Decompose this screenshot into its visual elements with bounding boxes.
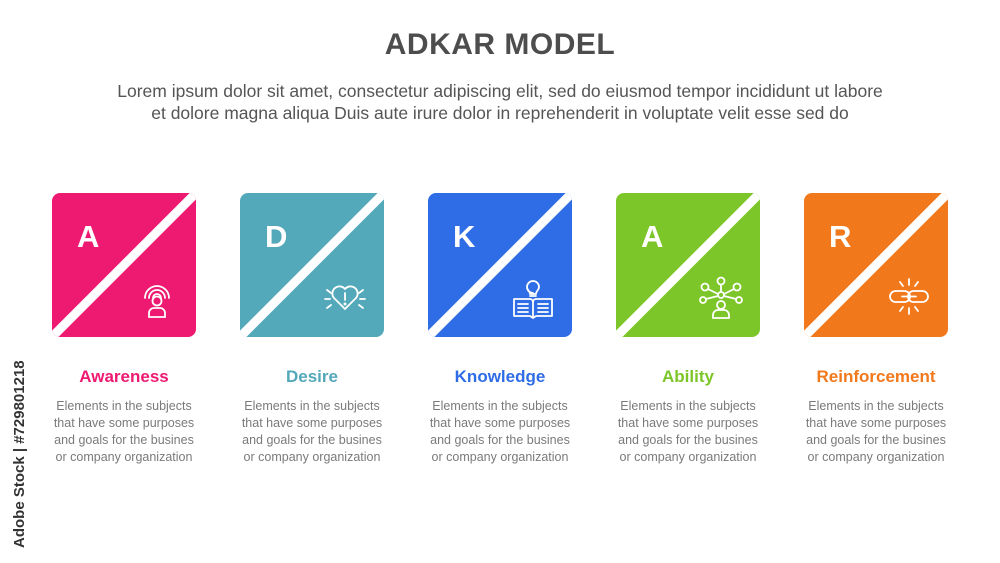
- stock-watermark: Adobe Stock | #729801218: [11, 360, 28, 548]
- description-line: and goals for the busines: [54, 433, 194, 447]
- description-line: Elements in the subjects: [244, 399, 380, 413]
- page-subtitle: Lorem ipsum dolor sit amet, consectetur …: [40, 80, 960, 124]
- page-title: ADKAR MODEL: [384, 28, 616, 61]
- step-name: Awareness: [79, 367, 169, 386]
- person-broadcast-icon: [144, 285, 170, 318]
- diagonal-divider: [52, 193, 196, 337]
- description-line: and goals for the busines: [430, 433, 570, 447]
- description-line: or company organization: [807, 450, 945, 464]
- step-description: Elements in the subjects that have some …: [406, 398, 594, 466]
- description-line: Elements in the subjects: [620, 399, 756, 413]
- step-name: Reinforcement: [816, 367, 936, 386]
- step-ability: A Ability Elements in the subjects that …: [594, 193, 782, 483]
- step-description: Elements in the subjects that have some …: [30, 398, 218, 466]
- step-tile: K: [428, 193, 572, 337]
- description-line: that have some purposes: [53, 416, 195, 430]
- step-name: Ability: [662, 367, 714, 386]
- step-knowledge: K Knowledge Elements in the subjects tha…: [406, 193, 594, 483]
- description-line: that have some purposes: [617, 416, 759, 430]
- step-letter: A: [77, 219, 100, 254]
- step-tile: A: [52, 193, 196, 337]
- step-description: Elements in the subjects that have some …: [782, 398, 970, 466]
- description-line: or company organization: [55, 450, 193, 464]
- description-line: that have some purposes: [429, 416, 571, 430]
- adkar-steps: A Awareness Elements in the subjects tha…: [0, 193, 1000, 493]
- subtitle-line-2: et dolore magna aliqua Duis aute irure d…: [151, 103, 849, 123]
- description-line: Elements in the subjects: [56, 399, 192, 413]
- step-name: Knowledge: [454, 367, 546, 386]
- step-desire: D Desire Elements in the subjects that h…: [218, 193, 406, 483]
- description-line: and goals for the busines: [242, 433, 382, 447]
- step-letter: R: [829, 219, 852, 254]
- diagonal-divider: [616, 193, 760, 337]
- subtitle-line-1: Lorem ipsum dolor sit amet, consectetur …: [117, 81, 883, 101]
- description-line: that have some purposes: [241, 416, 383, 430]
- step-letter: K: [453, 219, 476, 254]
- description-line: or company organization: [243, 450, 381, 464]
- person-network-icon: [699, 276, 743, 319]
- step-name: Desire: [286, 367, 338, 386]
- chain-link-icon: [889, 278, 929, 315]
- description-line: or company organization: [431, 450, 569, 464]
- description-line: Elements in the subjects: [432, 399, 568, 413]
- step-tile: D: [240, 193, 384, 337]
- diagonal-divider: [804, 193, 948, 337]
- description-line: Elements in the subjects: [808, 399, 944, 413]
- diagonal-divider: [240, 193, 384, 337]
- step-tile: A: [616, 193, 760, 337]
- description-line: and goals for the busines: [806, 433, 946, 447]
- step-description: Elements in the subjects that have some …: [594, 398, 782, 466]
- step-tile: R: [804, 193, 948, 337]
- description-line: or company organization: [619, 450, 757, 464]
- step-awareness: A Awareness Elements in the subjects tha…: [30, 193, 218, 483]
- book-lightbulb-icon: [513, 280, 553, 319]
- step-letter: D: [265, 219, 288, 254]
- step-description: Elements in the subjects that have some …: [218, 398, 406, 466]
- step-reinforcement: R Reinforcement Elements in the subjects…: [782, 193, 970, 483]
- description-line: that have some purposes: [805, 416, 947, 430]
- diagonal-divider: [428, 193, 572, 337]
- step-letter: A: [641, 219, 664, 254]
- heart-exclamation-icon: [324, 285, 366, 310]
- description-line: and goals for the busines: [618, 433, 758, 447]
